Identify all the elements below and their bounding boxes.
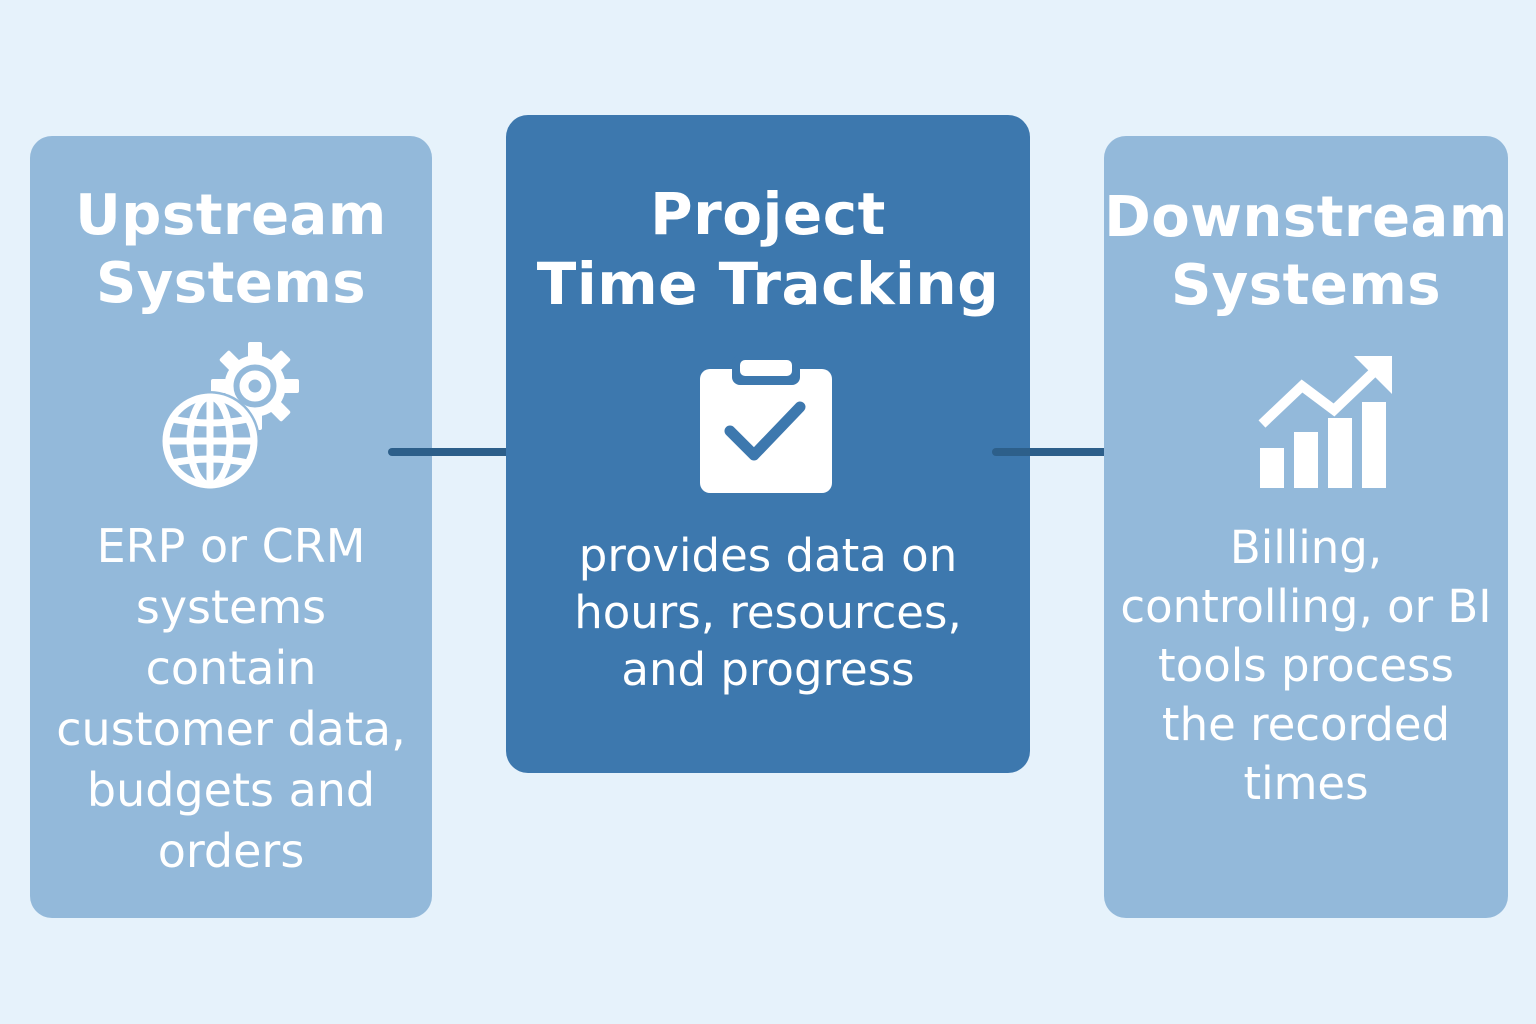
center-desc-line: and progress	[621, 643, 915, 696]
downstream-desc-line: the recorded	[1161, 698, 1451, 751]
globe-gear-icon	[160, 342, 299, 491]
downstream-desc-line: controlling, or BI	[1120, 580, 1492, 633]
upstream-title: Upstream Systems	[30, 182, 432, 318]
center-title: Project Time Tracking	[506, 179, 1030, 319]
project-time-tracking-box: Project Time Tracking provides data on h…	[506, 115, 1030, 773]
upstream-desc-line: ERP or CRM	[96, 519, 366, 573]
upstream-systems-box: Upstream Systems	[30, 136, 432, 918]
center-title-line: Project	[650, 180, 886, 248]
downstream-title-line: Systems	[1170, 253, 1442, 318]
upstream-title-line: Systems	[95, 251, 367, 316]
downstream-description: Billing, controlling, or BI tools proces…	[1104, 518, 1508, 813]
center-desc-line: hours, resources,	[574, 586, 962, 639]
downstream-desc-line: Billing,	[1229, 521, 1383, 574]
downstream-desc-line: times	[1243, 757, 1369, 810]
upstream-title-line: Upstream	[75, 183, 387, 248]
center-title-line: Time Tracking	[536, 250, 1000, 318]
downstream-title-line: Downstream	[1104, 185, 1508, 250]
upstream-desc-line: contain	[145, 641, 317, 695]
upstream-desc-line: systems	[135, 580, 327, 634]
upstream-desc-line: budgets and	[86, 763, 376, 817]
upstream-desc-line: orders	[157, 824, 305, 878]
center-desc-line: provides data on	[578, 529, 958, 582]
clipboard-check-icon	[700, 355, 832, 493]
upstream-description: ERP or CRM systems contain customer data…	[30, 516, 432, 882]
upstream-desc-line: customer data,	[56, 702, 406, 756]
downstream-systems-box: Downstream Systems Billing, controlling,…	[1104, 136, 1508, 918]
downstream-title: Downstream Systems	[1104, 184, 1508, 320]
center-description: provides data on hours, resources, and p…	[506, 527, 1030, 698]
downstream-desc-line: tools process	[1158, 639, 1454, 692]
bar-chart-trend-icon	[1258, 356, 1392, 488]
